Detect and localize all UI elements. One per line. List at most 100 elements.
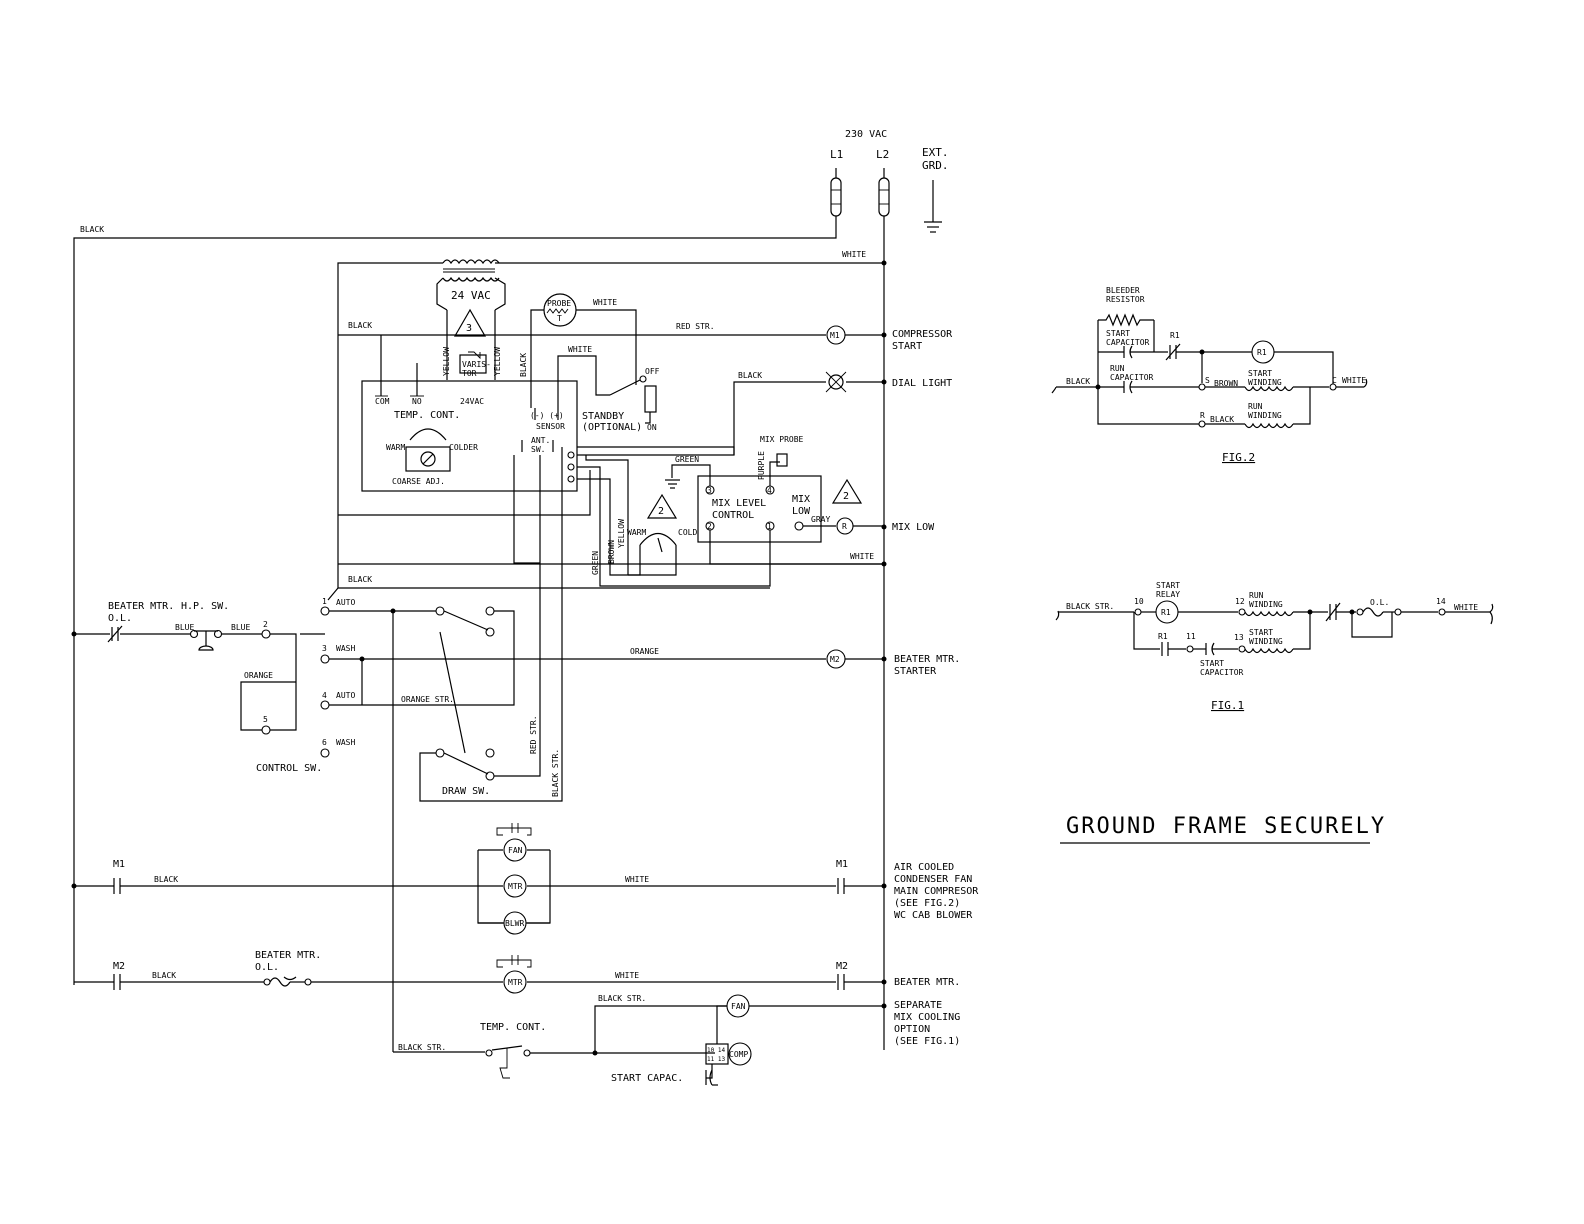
svg-text:BLACK STR.: BLACK STR. <box>1066 602 1114 611</box>
svg-text:R1: R1 <box>1161 608 1171 617</box>
svg-text:AUTO: AUTO <box>336 598 355 607</box>
main-motor <box>503 874 527 898</box>
svg-text:(SEE FIG.1): (SEE FIG.1) <box>894 1036 960 1047</box>
white-top-label: WHITE <box>842 250 866 259</box>
svg-text:BLACK: BLACK <box>1210 415 1234 424</box>
comp-motor <box>728 1042 752 1066</box>
svg-text:S: S <box>1205 376 1210 385</box>
ground-icon <box>924 180 942 233</box>
dial-light-circuit: BLACK DIAL LIGHT <box>577 371 952 456</box>
ext-grd-label-1: EXT. <box>922 146 949 159</box>
svg-text:10: 10 <box>1134 597 1144 606</box>
svg-text:BLACK: BLACK <box>1066 377 1090 386</box>
svg-text:(-) (+): (-) (+) <box>530 411 564 420</box>
svg-text:WINDING: WINDING <box>1248 411 1282 420</box>
temp-control-box <box>361 380 578 492</box>
svg-text:RUN: RUN <box>1249 591 1264 600</box>
rail-black-label: BLACK <box>80 225 104 234</box>
beater-mtr-label: BEATER MTR. <box>894 977 960 988</box>
svg-text:H.P. SW.: H.P. SW. <box>181 601 229 612</box>
svg-text:13: 13 <box>1234 633 1244 642</box>
svg-text:BLACK STR.: BLACK STR. <box>551 749 560 797</box>
svg-text:COARSE ADJ.: COARSE ADJ. <box>392 477 445 486</box>
svg-text:5: 5 <box>263 715 268 724</box>
svg-text:PURPLE: PURPLE <box>757 451 766 480</box>
svg-text:3: 3 <box>322 644 327 653</box>
svg-text:FAN: FAN <box>731 1002 746 1011</box>
svg-text:START: START <box>1156 581 1180 590</box>
l1-fuse <box>830 177 842 217</box>
svg-text:6: 6 <box>322 738 327 747</box>
svg-text:YELLOW: YELLOW <box>617 519 626 548</box>
coarse-adjust-knob <box>405 446 451 472</box>
probe-standby: PROBE T WHITE BLACK WHITE OFF ON STANDBY… <box>519 293 660 433</box>
svg-text:WHITE: WHITE <box>615 971 639 980</box>
svg-text:BLACK: BLACK <box>152 971 176 980</box>
draw-sw-title: DRAW SW. <box>442 786 490 797</box>
standby-heater <box>644 385 657 413</box>
standby-switch[interactable] <box>609 379 641 396</box>
blower-motor <box>503 911 527 935</box>
svg-text:SENSOR: SENSOR <box>536 422 565 431</box>
compressor-label-2: START <box>892 341 922 352</box>
control-sw-pin-4 <box>320 700 330 710</box>
svg-text:TOR: TOR <box>462 369 477 378</box>
fig2-compressor-wiring: BLEEDER RESISTOR START CAPACITOR R1 R1 B… <box>1051 286 1368 464</box>
svg-text:GRAY: GRAY <box>811 515 830 524</box>
svg-text:WASH: WASH <box>336 738 355 747</box>
temp-cont-title: TEMP. CONT. <box>394 410 460 421</box>
fig1-mix-compressor-wiring: BLACK STR. 10 START RELAY R1 12 RUN WIND… <box>1055 581 1494 712</box>
warning-triangle-3-icon: 3 <box>453 308 487 337</box>
svg-text:CONDENSER FAN: CONDENSER FAN <box>894 874 972 885</box>
svg-text:2: 2 <box>707 522 712 531</box>
svg-text:R: R <box>842 522 847 531</box>
svg-text:WC CAB BLOWER: WC CAB BLOWER <box>894 910 973 921</box>
svg-text:BLWR: BLWR <box>505 919 524 928</box>
svg-text:BLACK: BLACK <box>738 371 762 380</box>
svg-text:TEMP. CONT.: TEMP. CONT. <box>480 1022 546 1033</box>
svg-text:R: R <box>1200 411 1205 420</box>
svg-text:WHITE: WHITE <box>1454 603 1478 612</box>
yellow-label-2: YELLOW <box>493 347 502 376</box>
svg-text:M1: M1 <box>830 331 840 340</box>
svg-text:1: 1 <box>322 597 327 606</box>
svg-text:PROBE: PROBE <box>547 299 571 308</box>
svg-text:WHITE: WHITE <box>1342 376 1366 385</box>
svg-text:WHITE: WHITE <box>625 875 649 884</box>
m1-load-line: M1 BLACK FAN MTR BLWR WHITE M1 AIR COOLE… <box>74 823 979 935</box>
svg-text:AUTO: AUTO <box>336 691 355 700</box>
svg-text:CAPACITOR: CAPACITOR <box>1200 668 1244 677</box>
compressor-start-circuit: BLACK RED STR. M1 COMPRESSOR START <box>338 321 953 396</box>
svg-text:BLUE: BLUE <box>231 623 250 632</box>
svg-text:11 13: 11 13 <box>707 1056 725 1063</box>
svg-text:WINDING: WINDING <box>1249 600 1283 609</box>
svg-text:R1: R1 <box>1257 348 1267 357</box>
svg-text:4: 4 <box>767 486 772 495</box>
svg-text:WINDING: WINDING <box>1249 637 1283 646</box>
ground-notice: GROUND FRAME SECURELY <box>1060 814 1384 844</box>
svg-text:START CAPAC.: START CAPAC. <box>611 1073 683 1084</box>
svg-text:3: 3 <box>707 486 712 495</box>
svg-text:T: T <box>557 314 562 323</box>
svg-text:FAN: FAN <box>508 846 523 855</box>
control-transformer: WHITE 24 VAC 3 YELLOW YELLOW VARIS- TOR <box>337 250 884 588</box>
svg-text:(SEE FIG.2): (SEE FIG.2) <box>894 898 960 909</box>
svg-text:SW.: SW. <box>531 445 545 454</box>
svg-text:R1: R1 <box>1158 632 1168 641</box>
dial-light-icon <box>825 371 847 393</box>
mix-temp-adjust <box>639 532 677 546</box>
temp-control-board: COM NO 24VAC TEMP. CONT. WARM COLDER COA… <box>361 363 578 492</box>
auto-switch-contact[interactable] <box>443 610 489 631</box>
svg-text:MAIN COMPRESOR: MAIN COMPRESOR <box>894 886 979 897</box>
svg-text:(OPTIONAL): (OPTIONAL) <box>582 422 642 433</box>
svg-text:4: 4 <box>322 691 327 700</box>
svg-text:24VAC: 24VAC <box>460 397 484 406</box>
svg-text:BEATER MTR.: BEATER MTR. <box>255 950 321 961</box>
draw-switch-contact[interactable] <box>443 752 489 775</box>
svg-text:M2: M2 <box>113 961 125 972</box>
fig1-run-winding <box>1244 610 1294 617</box>
svg-text:ORANGE: ORANGE <box>630 647 659 656</box>
l2-label: L2 <box>876 148 889 161</box>
beater-hp-switch-line: BEATER MTR. O.L. H.P. SW. BLUE BLUE <box>74 601 262 651</box>
